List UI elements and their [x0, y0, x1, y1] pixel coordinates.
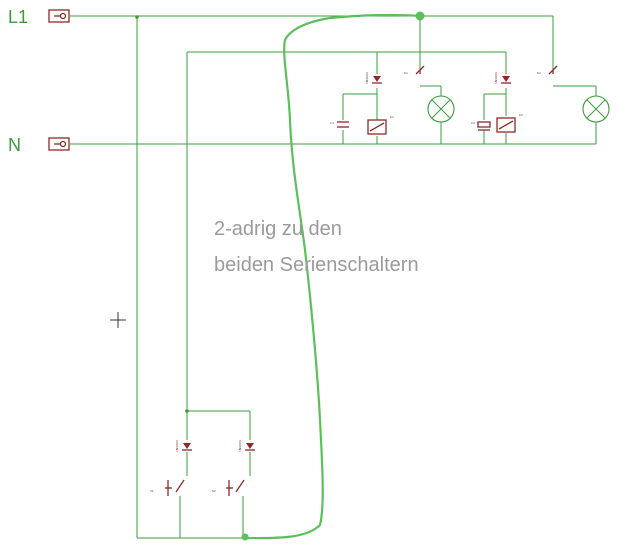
svg-text:K1: K1 [390, 115, 394, 119]
capacitor-c1[interactable]: C1 [330, 121, 349, 128]
svg-text:C2: C2 [471, 121, 475, 125]
junction-dot-bottom [241, 533, 249, 541]
relay-contact-k2[interactable]: K2 [537, 65, 558, 75]
svg-text:1N4004: 1N4004 [365, 72, 369, 84]
wire-l1-bus [70, 15, 553, 539]
wire-relay-group-1 [342, 16, 442, 144]
svg-text:S2: S2 [212, 489, 216, 493]
label-n: N [8, 135, 21, 155]
svg-text:1N4004: 1N4004 [175, 440, 179, 452]
lamp-1[interactable] [427, 95, 455, 123]
relay-coil-k1[interactable]: K1 [367, 115, 394, 135]
capacitor-c2[interactable]: C2 [471, 121, 491, 131]
svg-text:K1: K1 [404, 71, 408, 75]
crosshair-cursor-icon [110, 312, 126, 328]
relay-coil-k2[interactable]: K2 [496, 113, 523, 133]
note-line-2: beiden Serienschaltern [214, 254, 419, 276]
lamp-2[interactable] [582, 95, 610, 123]
terminal-l1[interactable] [48, 9, 70, 23]
junction-dot-top [415, 11, 425, 21]
svg-text:1N4004: 1N4004 [238, 440, 242, 452]
label-l1: L1 [8, 7, 28, 27]
svg-text:1N4004: 1N4004 [494, 72, 498, 84]
diode-d1[interactable]: 1N4004 [365, 72, 382, 84]
svg-text:S1: S1 [150, 489, 154, 493]
sketch-two-wire-route [244, 13, 422, 540]
pushbutton-s2[interactable]: S2 [212, 452, 251, 538]
diode-d4[interactable]: 1N4004 [238, 440, 255, 452]
svg-text:C1: C1 [330, 121, 334, 125]
svg-text:K2: K2 [519, 113, 523, 117]
relay-contact-k1[interactable]: K1 [404, 65, 425, 75]
diode-d3[interactable]: 1N4004 [175, 440, 192, 452]
svg-text:K2: K2 [537, 71, 541, 75]
diode-d2[interactable]: 1N4004 [494, 72, 511, 84]
terminal-n[interactable] [48, 137, 70, 151]
pushbutton-s1[interactable]: S1 [150, 452, 188, 538]
note-line-1: 2-adrig zu den [214, 218, 342, 240]
wire-relay-group-2 [483, 16, 597, 144]
wire-control-line [185, 51, 507, 440]
